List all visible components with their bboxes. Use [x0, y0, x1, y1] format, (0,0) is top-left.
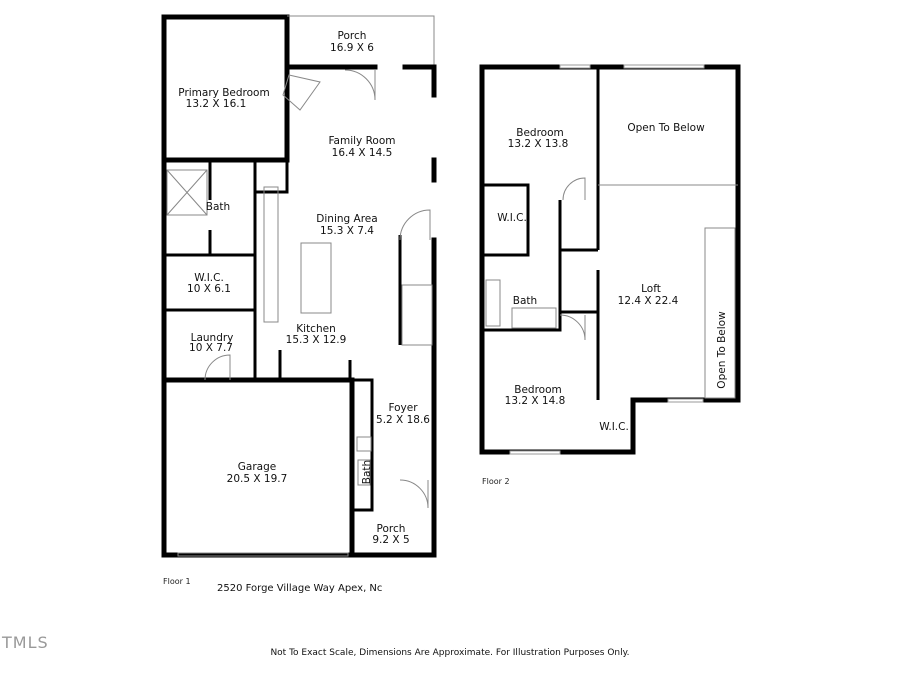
- room-name: Family Room: [328, 135, 395, 147]
- room-name: W.I.C.: [497, 212, 527, 224]
- room-dims: 16.4 X 14.5: [332, 147, 393, 159]
- room-name: W.I.C.: [194, 272, 224, 284]
- room-dims: 13.2 X 13.8: [508, 138, 569, 150]
- room-name: Bath: [361, 460, 373, 484]
- room-dims: 12.4 X 22.4: [618, 295, 679, 307]
- room-name: Primary Bedroom: [178, 87, 269, 99]
- room-name: W.I.C.: [599, 421, 629, 433]
- room-dims: 13.2 X 16.1: [186, 98, 247, 110]
- room-name: Laundry: [191, 332, 234, 344]
- floor1-label: Floor 1: [163, 577, 191, 586]
- watermark-logo: TMLS: [2, 633, 49, 652]
- floor2-walls: [479, 64, 741, 455]
- room-dims: 15.3 X 7.4: [320, 225, 374, 237]
- room-dims: 9.2 X 5: [372, 534, 409, 546]
- room-name: Loft: [641, 283, 661, 295]
- disclaimer: Not To Exact Scale, Dimensions Are Appro…: [270, 648, 629, 658]
- address: 2520 Forge Village Way Apex, Nc: [217, 583, 382, 594]
- room-name: Bath: [513, 295, 537, 307]
- room-dims: 16.9 X 6: [330, 42, 374, 54]
- room-name: Bath: [206, 201, 230, 213]
- room-dims: 5.2 X 18.6: [376, 414, 430, 426]
- room-dims: 15.3 X 12.9: [286, 334, 347, 346]
- room-name: Dining Area: [316, 213, 377, 225]
- room-dims: 20.5 X 19.7: [227, 473, 288, 485]
- room-name: Kitchen: [296, 323, 335, 335]
- room-dims: 13.2 X 14.8: [505, 395, 566, 407]
- floor1-walls: [161, 14, 437, 558]
- room-name: Porch: [338, 30, 367, 42]
- room-name: Bedroom: [516, 127, 564, 139]
- room-dims: 10 X 6.1: [187, 283, 231, 295]
- room-name: Bedroom: [514, 384, 562, 396]
- room-name: Open To Below: [716, 311, 728, 389]
- floor2-label: Floor 2: [482, 477, 510, 486]
- room-name: Porch: [377, 523, 406, 535]
- room-name: Open To Below: [627, 122, 705, 134]
- room-dims: 10 X 7.7: [189, 342, 233, 354]
- room-name: Garage: [238, 461, 276, 473]
- room-name: Foyer: [388, 402, 418, 414]
